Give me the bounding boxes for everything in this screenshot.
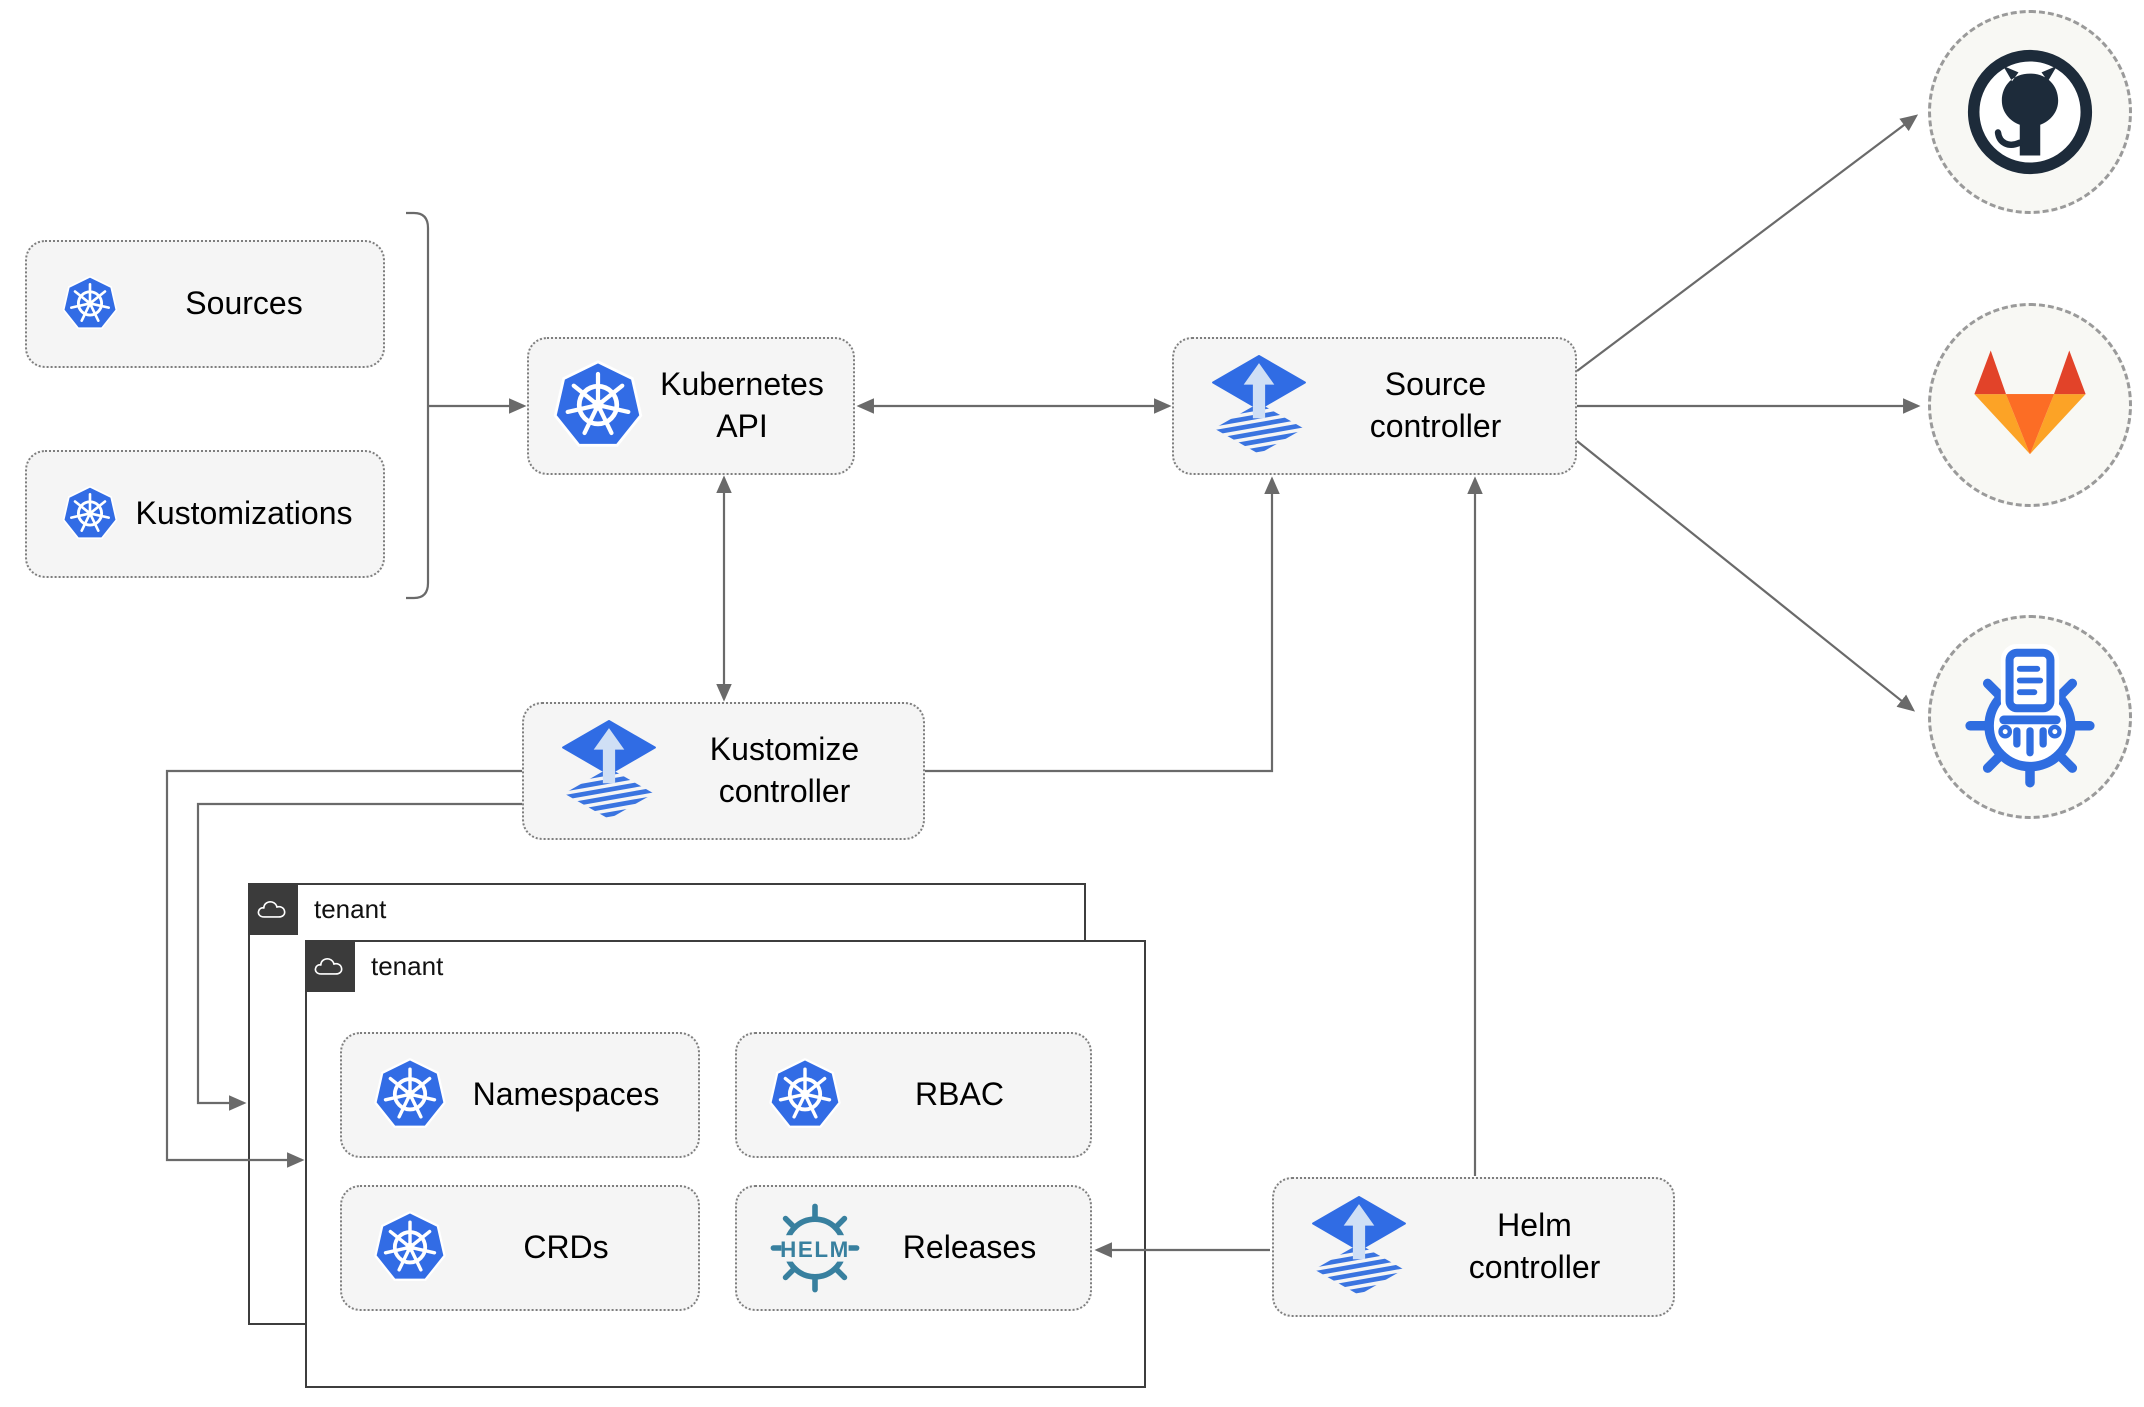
flux-icon <box>558 720 660 822</box>
github-repository <box>1928 10 2132 214</box>
kubernetes-icon <box>61 485 119 543</box>
tenant-box-inner: tenant <box>305 940 1146 1388</box>
node-releases-label: Releases <box>902 1229 1037 1266</box>
node-releases: HELM Releases <box>735 1185 1092 1311</box>
tenant-inner-label: tenant <box>371 950 444 981</box>
node-helm-controller: Helm controller <box>1272 1177 1675 1317</box>
chart-museum-repository <box>1928 615 2132 819</box>
node-crds: CRDs <box>340 1185 700 1311</box>
helm-icon: HELM <box>767 1200 863 1296</box>
kubernetes-icon <box>372 1210 448 1286</box>
chart-museum-icon <box>1957 644 2103 790</box>
tenant-inner-header <box>305 940 355 992</box>
node-namespaces-label: Namespaces <box>472 1076 660 1113</box>
node-rbac: RBAC <box>735 1032 1092 1158</box>
gitlab-icon <box>1964 345 2096 465</box>
kubernetes-icon <box>61 275 119 333</box>
arrow-source-to-chart-museum <box>1576 440 1916 712</box>
node-sources: Sources <box>25 240 385 368</box>
helm-logo-text: HELM <box>780 1237 850 1262</box>
node-helm-controller-label: Helm controller <box>1468 1207 1601 1285</box>
kubernetes-icon <box>372 1057 448 1133</box>
node-source-controller-label: Source controller <box>1369 366 1502 444</box>
arrow-kustomize-to-source-controller <box>925 476 1280 773</box>
node-kustomizations-label: Kustomizations <box>135 495 353 532</box>
tenant-outer-header <box>248 883 298 935</box>
cloud-icon <box>313 954 347 979</box>
node-crds-label: CRDs <box>523 1229 609 1266</box>
node-namespaces: Namespaces <box>340 1032 700 1158</box>
cloud-icon <box>256 897 290 922</box>
node-source-controller: Source controller <box>1172 337 1577 475</box>
tenant-outer-label: tenant <box>314 893 387 924</box>
node-kubernetes-api: Kubernetes API <box>527 337 855 475</box>
node-kubernetes-api-label: Kubernetes API <box>660 366 824 444</box>
bracket-sources-group <box>406 211 430 600</box>
github-icon <box>1966 48 2094 176</box>
flux-icon <box>1308 1196 1410 1298</box>
flux-icon <box>1208 355 1310 457</box>
kubernetes-icon <box>767 1057 843 1133</box>
node-rbac-label: RBAC <box>915 1076 1004 1113</box>
node-sources-label: Sources <box>185 285 303 322</box>
node-kustomize-controller-label: Kustomize controller <box>709 731 860 809</box>
arrow-source-to-github <box>1576 114 1919 372</box>
kubernetes-icon <box>551 359 645 453</box>
node-kustomizations: Kustomizations <box>25 450 385 578</box>
node-kustomize-controller: Kustomize controller <box>522 702 925 840</box>
gitlab-repository <box>1928 303 2132 507</box>
